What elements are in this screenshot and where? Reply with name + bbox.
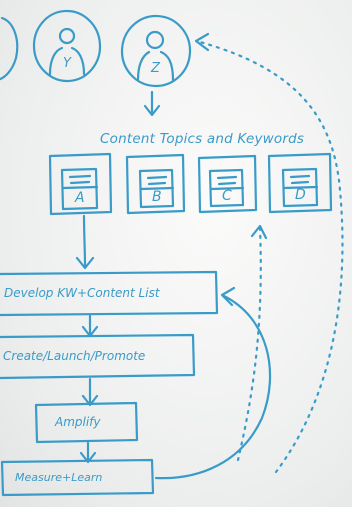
- persona-z-figure: [120, 14, 192, 88]
- topic-card-d: [267, 152, 333, 214]
- arrow-amplify-to-measure: [79, 441, 97, 464]
- step-box-create: [0, 333, 196, 380]
- topics-heading: Content Topics and Keywords: [100, 131, 305, 147]
- persona-y-figure: [32, 9, 102, 83]
- topic-card-a: [48, 152, 113, 216]
- step-box-develop: [0, 270, 219, 317]
- persona-x-circle: [0, 16, 19, 81]
- arrow-create-to-amplify: [81, 377, 99, 407]
- step-develop-label: Develop KW+Content List: [4, 286, 160, 300]
- persona-y-letter: Y: [63, 56, 71, 71]
- step-box-amplify: [34, 401, 139, 444]
- arrow-z-to-topics: [143, 90, 161, 117]
- feedback-arrow-dotted-to-persona: [198, 40, 344, 474]
- step-measure-label: Measure+Learn: [15, 471, 103, 484]
- feedback-arrow-dotted-to-cards: [236, 226, 262, 462]
- arrow-a-to-develop: [75, 214, 95, 270]
- topic-card-b: [125, 153, 186, 215]
- persona-z-letter: Z: [151, 61, 160, 76]
- feedback-arrow-solid: [154, 286, 272, 480]
- topic-card-d-letter: D: [295, 187, 306, 203]
- topic-card-c: [197, 154, 258, 214]
- dotted-arrowhead-cards: [250, 224, 268, 240]
- topic-card-a-letter: A: [75, 190, 85, 206]
- step-amplify-label: Amplify: [55, 415, 101, 429]
- dotted-arrowhead-persona: [194, 32, 210, 52]
- topic-card-b-letter: B: [152, 189, 162, 205]
- topic-card-c-letter: C: [222, 188, 232, 204]
- step-create-label: Create/Launch/Promote: [3, 349, 146, 363]
- step-box-measure: [0, 458, 155, 497]
- arrow-develop-to-create: [81, 314, 99, 338]
